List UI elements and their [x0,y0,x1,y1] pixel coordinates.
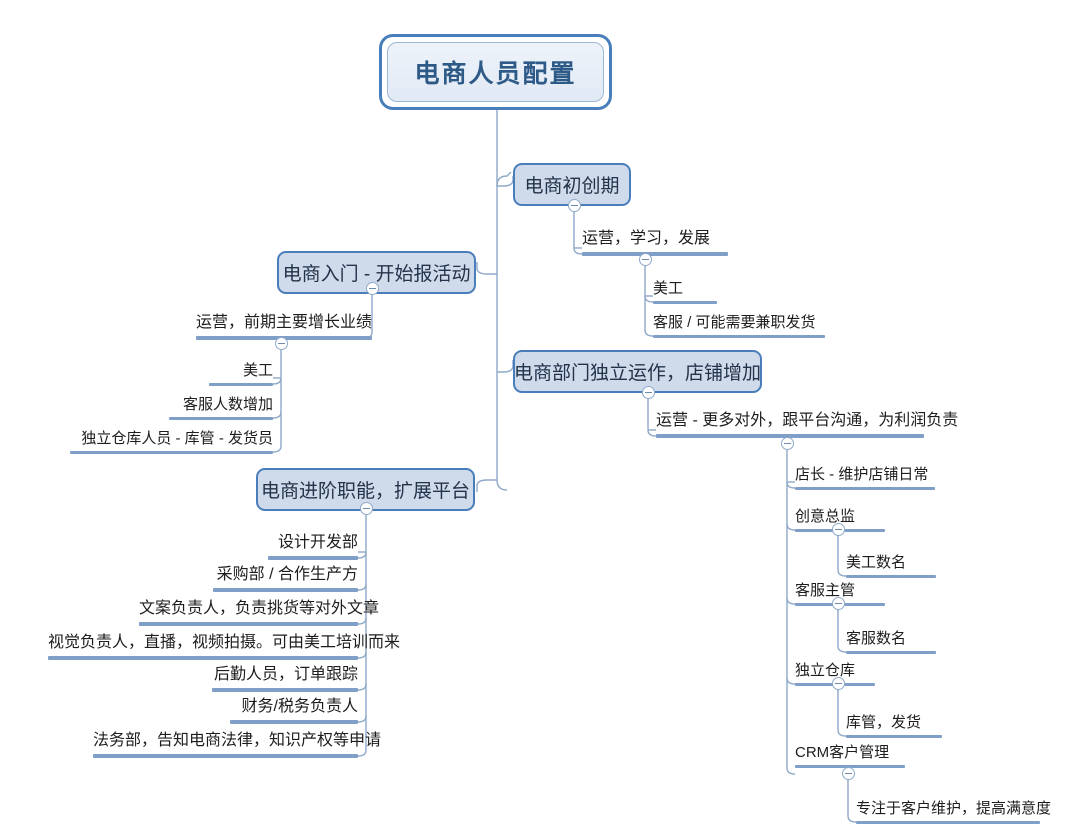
leaf-node-b4-finance[interactable]: 财务/税务负责人 [230,699,358,724]
leaf-label: 美工数名 [846,554,907,571]
branch-node-startup[interactable]: 电商初创期 [513,163,631,206]
leaf-label: 文案负责人，负责挑货等对外文章 [139,600,380,617]
root-node-inner: 电商人员配置 [387,42,604,102]
leaf-label: 设计开发部 [277,534,358,551]
leaf-underline [139,622,358,626]
leaf-node-b2-operations[interactable]: 运营，前期主要增长业绩 [196,315,372,340]
leaf-label: 创意总监 [795,508,856,525]
leaf-label: 客服人数增加 [182,396,273,413]
leaf-underline [48,656,358,660]
leaf-underline [213,588,358,592]
leaf-label: 运营 - 更多对外，跟平台沟通，为利润负责 [656,412,959,429]
branch-node-independent-label: 电商部门独立运作，店铺增加 [514,363,762,384]
leaf-node-b3-shopmanager[interactable]: 店长 - 维护店铺日常 [795,467,935,490]
leaf-node-b2-warehouse[interactable]: 独立仓库人员 - 库管 - 发货员 [70,431,273,454]
collapse-toggle-b3-creativedirector[interactable] [832,523,845,536]
leaf-label: 独立仓库 [795,662,856,679]
collapse-toggle-b4[interactable] [360,502,373,515]
leaf-underline [653,335,825,338]
leaf-underline [70,451,273,454]
branch-node-independent[interactable]: 电商部门独立运作，店铺增加 [513,350,762,393]
branch-node-startup-label: 电商初创期 [524,176,620,197]
leaf-node-b1-service[interactable]: 客服 / 可能需要兼职发货 [653,315,825,338]
root-node-label: 电商人员配置 [414,60,577,88]
collapse-toggle-b3-operations[interactable] [781,437,794,450]
leaf-underline [856,821,1040,824]
leaf-label: 财务/税务负责人 [241,698,358,715]
collapse-toggle-b1-operations[interactable] [639,253,652,266]
leaf-node-b3-warehousestaff[interactable]: 库管，发货 [846,715,942,738]
leaf-node-b1-operations[interactable]: 运营，学习，发展 [582,231,728,256]
leaf-node-b4-legal[interactable]: 法务部，告知电商法律，知识产权等申请 [93,732,382,758]
leaf-label: 店长 - 维护店铺日常 [795,466,929,483]
leaf-underline [582,252,728,256]
leaf-label: 美工 [653,280,684,297]
leaf-underline [846,735,942,738]
leaf-node-b3-designers[interactable]: 美工数名 [846,555,936,578]
leaf-label: 专注于客户维护，提高满意度 [856,800,1052,817]
leaf-label: 法务部，告知电商法律，知识产权等申请 [93,732,382,749]
leaf-label: 客服数名 [846,630,907,647]
leaf-node-b4-purchase[interactable]: 采购部 / 合作生产方 [213,567,358,592]
leaf-node-b3-servicestaff[interactable]: 客服数名 [846,631,936,654]
leaf-node-b4-design[interactable]: 设计开发部 [268,535,358,560]
leaf-underline [653,301,717,304]
leaf-node-b4-copywriter[interactable]: 文案负责人，负责挑货等对外文章 [139,600,380,626]
leaf-node-b3-crmdetail[interactable]: 专注于客户维护，提高满意度 [856,800,1052,824]
leaf-underline [209,383,273,386]
collapse-toggle-b1[interactable] [568,199,581,212]
leaf-label: 美工 [242,362,273,379]
leaf-underline [846,651,936,654]
branch-node-advanced-label: 电商进阶职能，扩展平台 [261,481,471,502]
leaf-underline [846,575,936,578]
leaf-node-b2-designer[interactable]: 美工 [209,363,273,386]
collapse-toggle-b3[interactable] [642,386,655,399]
leaf-label: 视觉负责人，直播，视频拍摄。可由美工培训而来 [48,634,401,651]
leaf-node-b3-operations[interactable]: 运营 - 更多对外，跟平台沟通，为利润负责 [656,412,959,438]
collapse-toggle-b2-operations[interactable] [275,337,288,350]
leaf-label: 库管，发货 [846,714,922,731]
collapse-toggle-b3-servicelead[interactable] [832,597,845,610]
leaf-label: 后勤人员，订单跟踪 [213,666,358,683]
leaf-node-b4-logistics[interactable]: 后勤人员，订单跟踪 [212,667,358,692]
leaf-node-b3-crm[interactable]: CRM客户管理 [795,745,905,768]
collapse-toggle-b3-crm[interactable] [842,767,855,780]
leaf-label: CRM客户管理 [795,744,890,761]
leaf-label: 采购部 / 合作生产方 [216,566,358,583]
root-node[interactable]: 电商人员配置 [379,34,612,110]
leaf-underline [795,487,935,490]
leaf-underline [230,720,358,724]
leaf-label: 运营，前期主要增长业绩 [196,314,373,331]
leaf-underline [656,434,924,438]
leaf-node-b1-designer[interactable]: 美工 [653,281,717,304]
leaf-label: 独立仓库人员 - 库管 - 发货员 [81,430,273,447]
leaf-label: 客服主管 [795,582,856,599]
leaf-node-b2-service[interactable]: 客服人数增加 [169,397,273,420]
collapse-toggle-b3-warehouse[interactable] [832,677,845,690]
leaf-underline [212,688,358,692]
leaf-underline [268,556,358,560]
collapse-toggle-b2[interactable] [366,282,379,295]
leaf-underline [93,754,358,758]
leaf-underline [169,417,273,420]
leaf-label: 客服 / 可能需要兼职发货 [653,314,816,331]
leaf-node-b4-visual[interactable]: 视觉负责人，直播，视频拍摄。可由美工培训而来 [48,634,401,660]
leaf-underline [795,765,905,768]
branch-node-advanced[interactable]: 电商进阶职能，扩展平台 [256,468,475,511]
leaf-label: 运营，学习，发展 [582,230,711,247]
branch-node-entry-label: 电商入门 - 开始报活动 [282,264,471,285]
